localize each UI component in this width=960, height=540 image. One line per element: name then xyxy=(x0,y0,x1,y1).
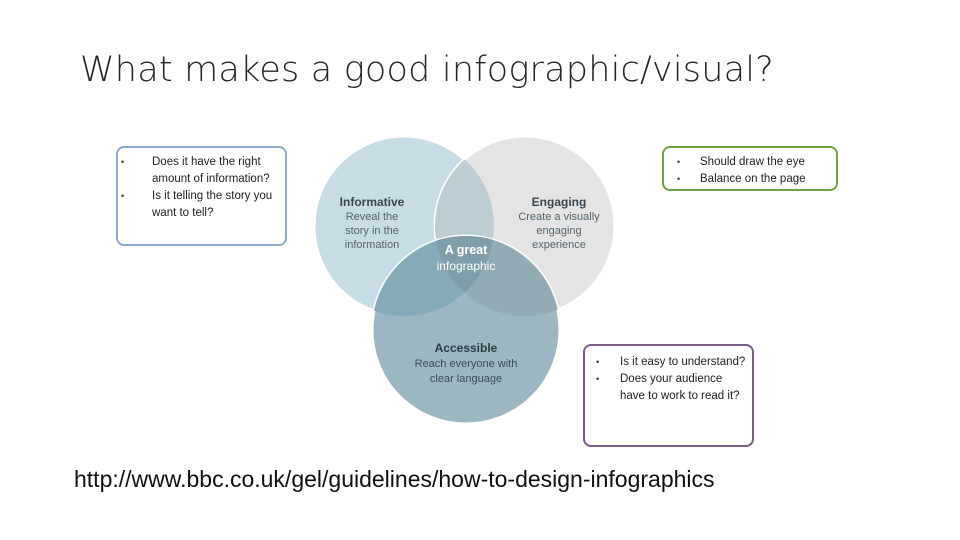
informative-label: Informative xyxy=(340,195,405,209)
note-item: • Should draw the eye xyxy=(677,154,832,171)
note-box-informative: • Does it have the right amount of inform… xyxy=(116,146,287,246)
note-text: Is it telling the story you want to tell… xyxy=(152,190,273,219)
engaging-line-3: experience xyxy=(532,239,586,251)
bullet-icon: • xyxy=(677,157,681,167)
informative-line-3: information xyxy=(345,239,399,251)
note-text: Is it easy to understand? xyxy=(620,356,746,368)
source-link[interactable]: http://www.bbc.co.uk/gel/guidelines/how-… xyxy=(74,466,715,492)
bullet-icon: • xyxy=(121,191,125,201)
center-label-line-1: A great xyxy=(445,243,488,257)
bullet-icon: • xyxy=(596,374,600,384)
note-text: Does it have the right amount of informa… xyxy=(152,156,270,185)
note-text: Should draw the eye xyxy=(700,156,805,168)
informative-line-2: story in the xyxy=(345,225,399,237)
accessible-line-2: clear language xyxy=(430,373,502,385)
slide-title: What makes a good infographic/visual? xyxy=(80,50,774,90)
note-box-engaging: • Should draw the eye • Balance on the pag… xyxy=(662,146,838,191)
overlap-center xyxy=(435,236,494,316)
engaging-line-2: engaging xyxy=(536,225,581,237)
note-item: • Is it telling the story you want to tel… xyxy=(121,188,281,222)
note-item: • Is it easy to understand? xyxy=(596,354,748,371)
bullet-icon: • xyxy=(121,157,125,167)
accessible-line-1: Reach everyone with xyxy=(415,358,518,370)
engaging-line-1: Create a visually xyxy=(518,211,600,223)
note-item: • Does your audience have to work to read… xyxy=(596,371,748,405)
note-text: Does your audience have to work to read … xyxy=(620,373,740,402)
note-box-accessible: • Is it easy to understand? • Does your au… xyxy=(583,344,754,447)
engaging-label: Engaging xyxy=(532,195,587,209)
note-item: • Does it have the right amount of inform… xyxy=(121,154,281,188)
bullet-icon: • xyxy=(677,174,681,184)
informative-line-1: Reveal the xyxy=(346,211,399,223)
note-text: Balance on the page xyxy=(700,173,806,185)
bullet-icon: • xyxy=(596,357,600,367)
center-label-line-2: infographic xyxy=(437,259,496,273)
accessible-label: Accessible xyxy=(435,341,498,355)
note-item: • Balance on the page xyxy=(677,171,832,188)
